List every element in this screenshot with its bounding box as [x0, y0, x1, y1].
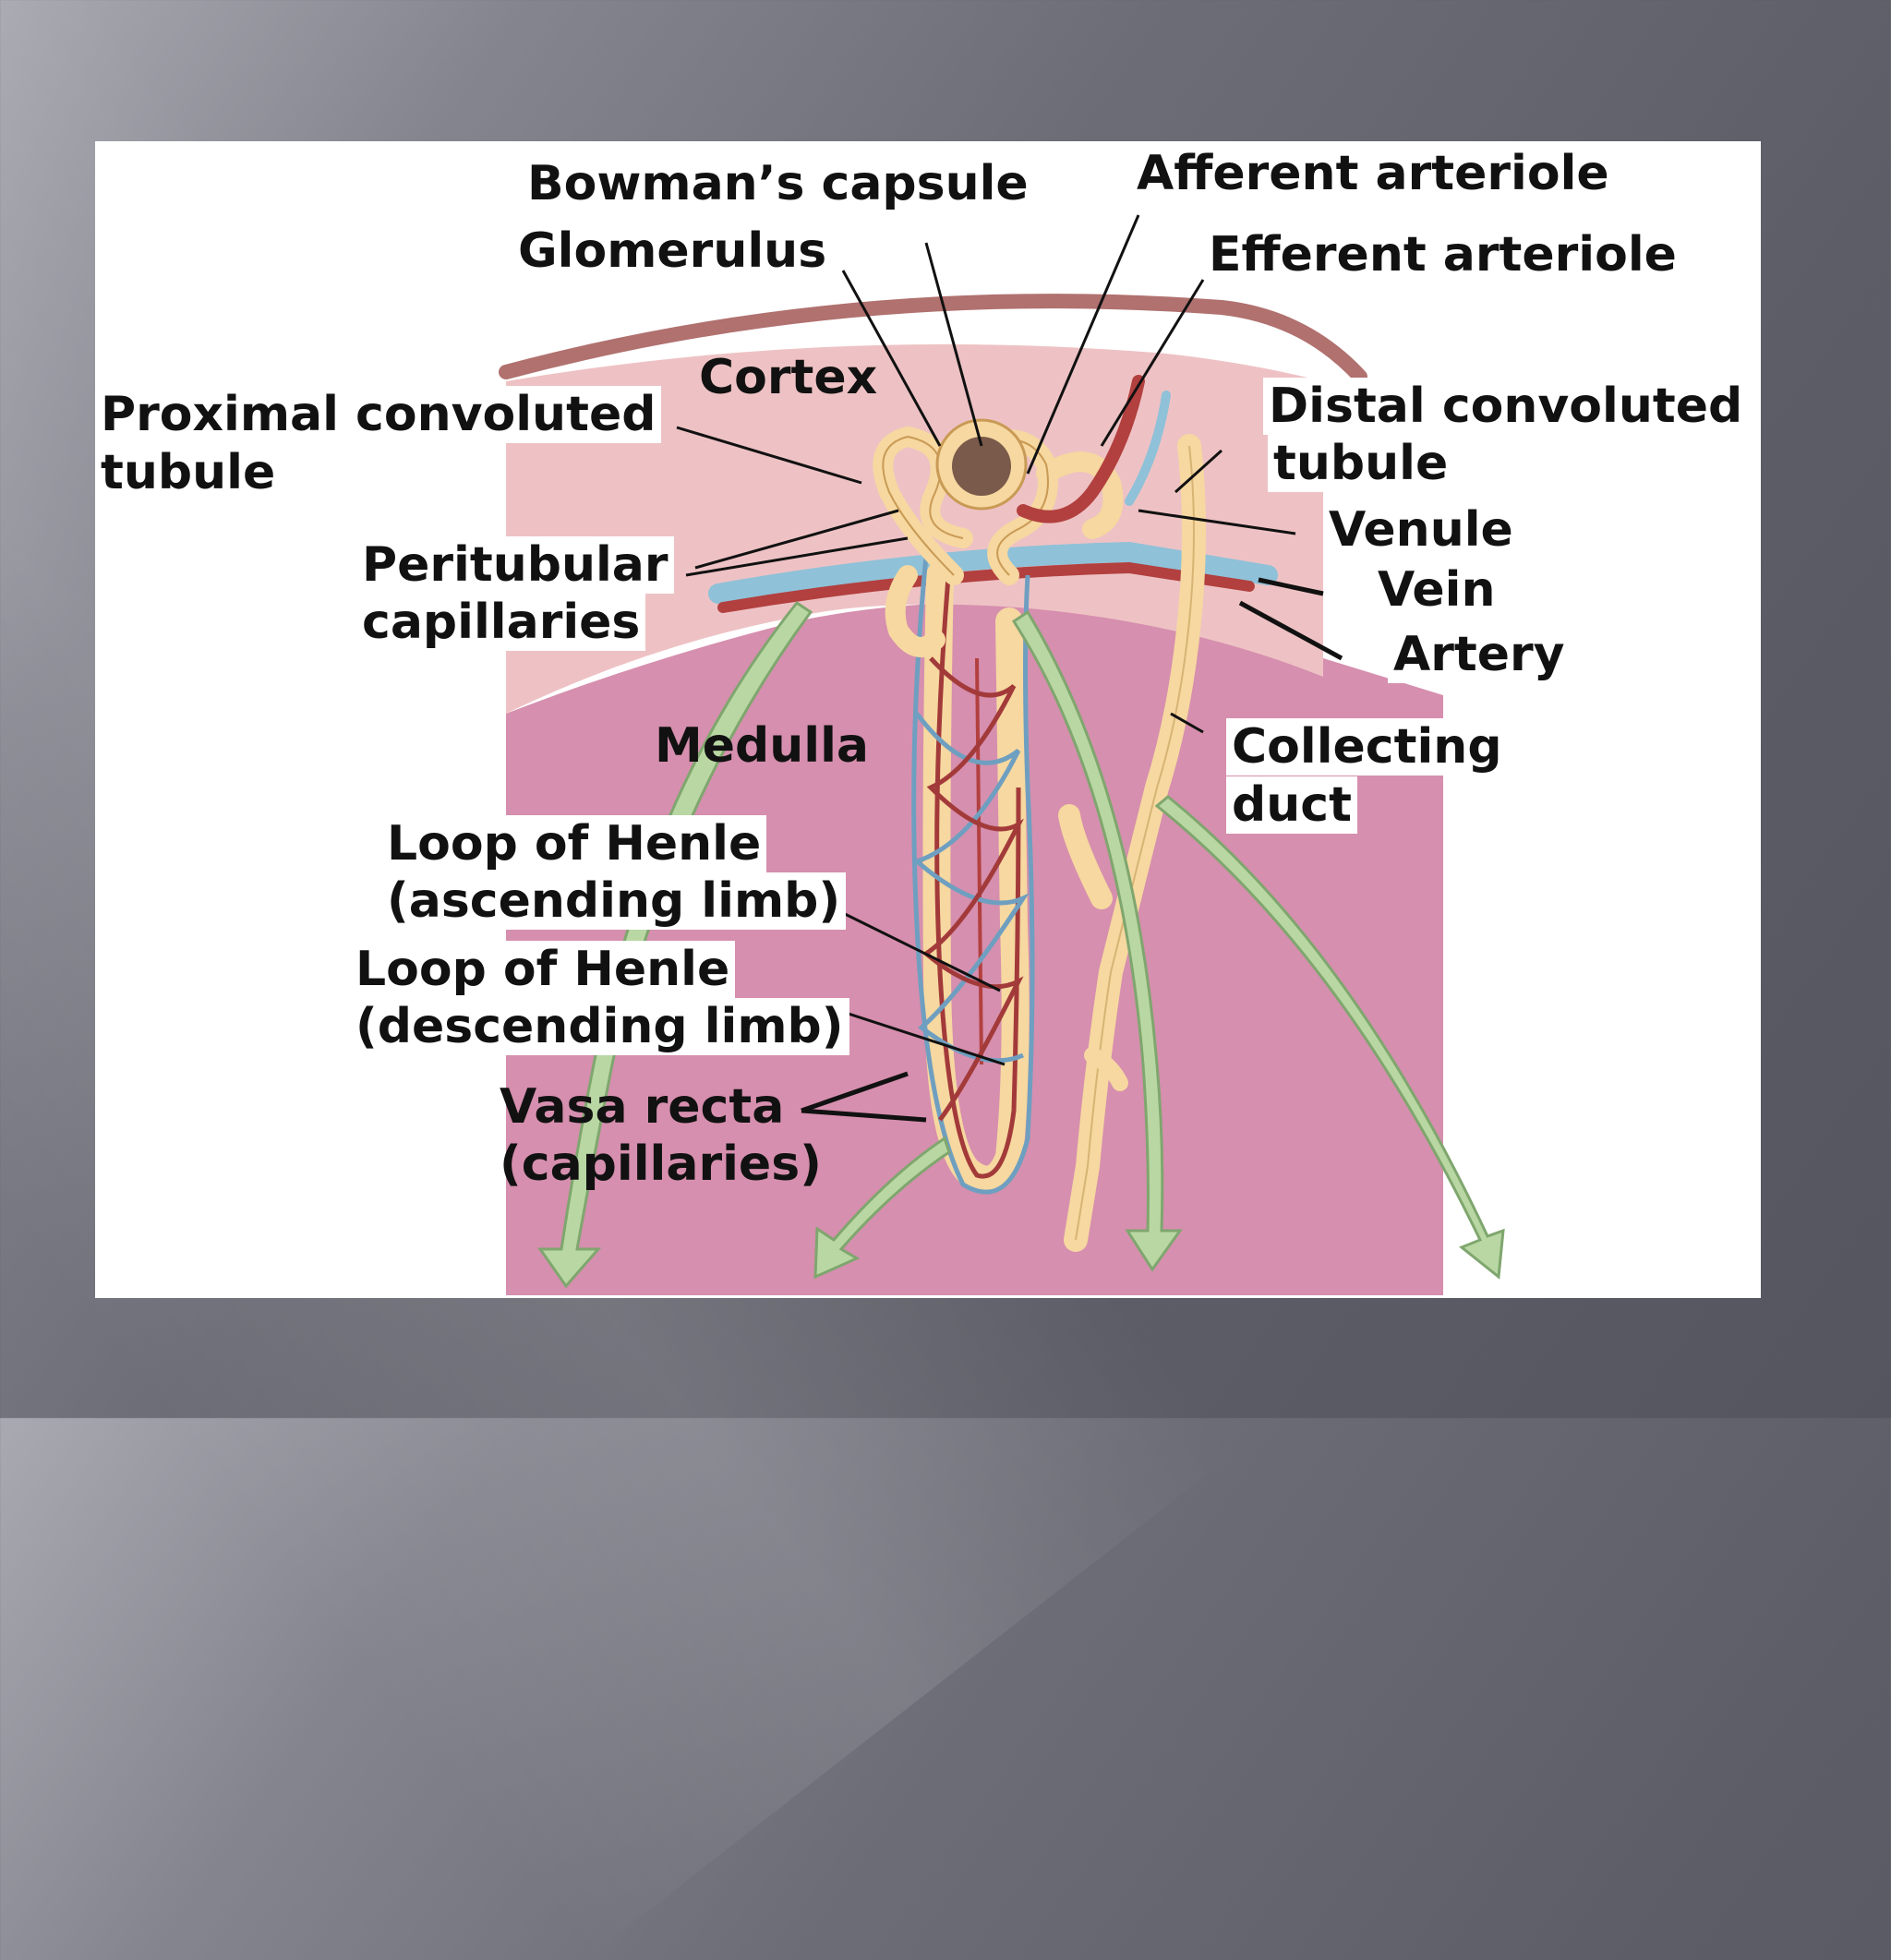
label-collecting-duct-line2: duct: [1226, 776, 1357, 834]
medulla-region: [506, 603, 1443, 1295]
label-loop-ascending-line1: Loop of Henle: [381, 815, 767, 872]
label-glomerulus: Glomerulus: [518, 223, 827, 279]
label-vasa-recta-line2: (capillaries): [500, 1136, 822, 1192]
nephron-diagram-card: Bowman’s capsule Afferent arteriole Glom…: [95, 141, 1761, 1298]
label-artery: Artery: [1388, 626, 1571, 683]
label-loop-ascending-line2: (ascending limb): [381, 872, 847, 930]
afferent-arteriole-shape: [1017, 375, 1145, 523]
efferent-arteriole-shape: [1125, 391, 1171, 506]
arrow-right: [1154, 795, 1505, 1280]
label-proximal-convoluted-tubule-line1: Proximal convoluted: [95, 386, 662, 443]
vasa-recta-mesh: [911, 556, 1035, 1195]
label-distal-convoluted-tubule-line1: Distal convoluted: [1263, 378, 1749, 435]
label-peritubular-capillaries-line2: capillaries: [356, 594, 646, 651]
arrow-center-right: [1011, 609, 1183, 1272]
nephron-illustration: [499, 214, 1761, 1298]
label-venule: Venule: [1323, 501, 1519, 559]
label-collecting-duct-line1: Collecting: [1226, 718, 1508, 776]
label-loop-descending-line2: (descending limb): [350, 998, 849, 1055]
label-efferent-arteriole: Efferent arteriole: [1209, 227, 1677, 283]
label-vein: Vein: [1372, 561, 1501, 619]
label-medulla: Medulla: [655, 718, 869, 774]
label-bowmans-capsule: Bowman’s capsule: [527, 156, 1029, 211]
label-cortex: Cortex: [699, 350, 878, 405]
label-leader-lines: [676, 214, 1343, 1123]
glomerulus-shape: [952, 437, 1011, 496]
renal-capsule-band: [499, 294, 1367, 384]
label-peritubular-capillaries-line1: Peritubular: [356, 536, 674, 594]
label-proximal-convoluted-tubule-line2: tubule: [95, 444, 282, 501]
label-vasa-recta-line1: Vasa recta: [500, 1079, 785, 1135]
label-distal-convoluted-tubule-line2: tubule: [1268, 435, 1454, 492]
arrow-center-left: [813, 1136, 951, 1280]
label-afferent-arteriole: Afferent arteriole: [1137, 146, 1609, 201]
label-loop-descending-line1: Loop of Henle: [350, 941, 736, 998]
